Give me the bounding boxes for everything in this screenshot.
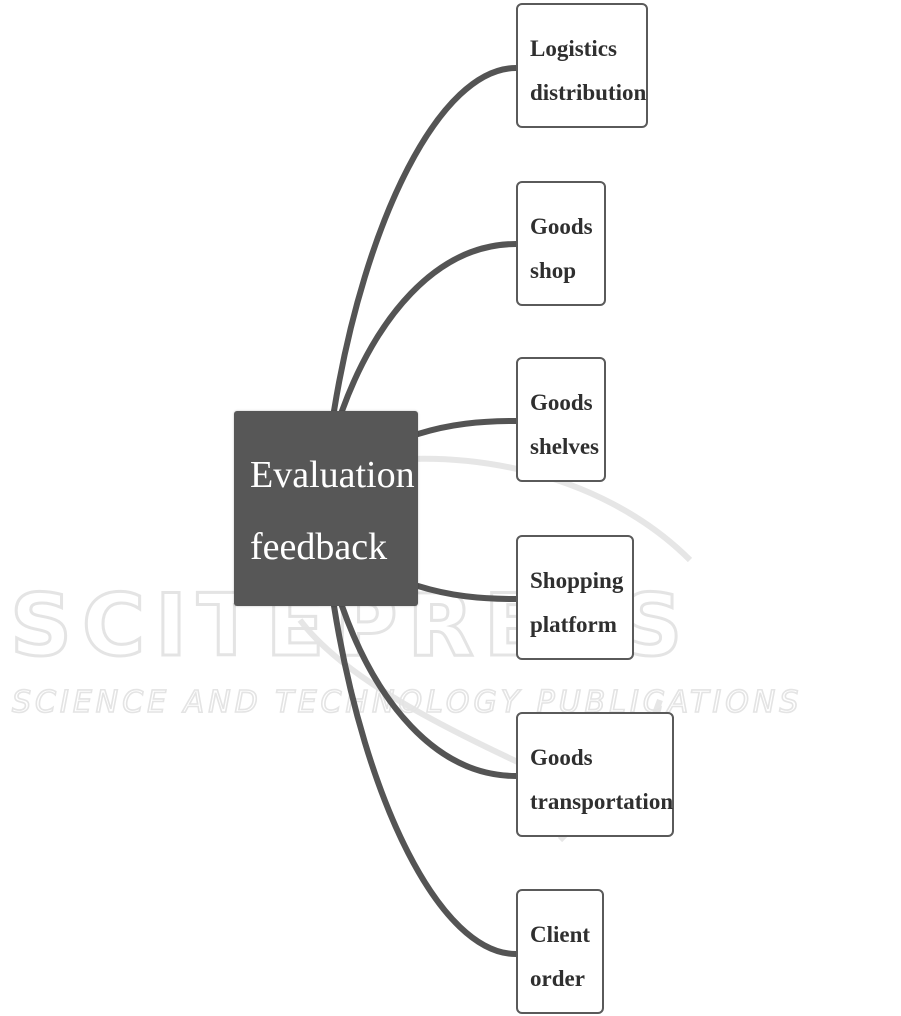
leaf-logistics-distribution: Logistics distribution — [516, 3, 648, 128]
connector-goods-shelves — [418, 421, 516, 434]
leaf-shopping-platform: Shopping platform — [516, 535, 634, 660]
leaf-goods-shelves: Goods shelves — [516, 357, 606, 482]
connector-shopping-platform — [418, 586, 516, 599]
leaf-client-order: Client order — [516, 889, 604, 1014]
leaf-goods-shop: Goods shop — [516, 181, 606, 306]
central-node-evaluation-feedback: Evaluation feedback — [234, 411, 418, 606]
leaf-goods-transportation: Goods transportation — [516, 712, 674, 837]
